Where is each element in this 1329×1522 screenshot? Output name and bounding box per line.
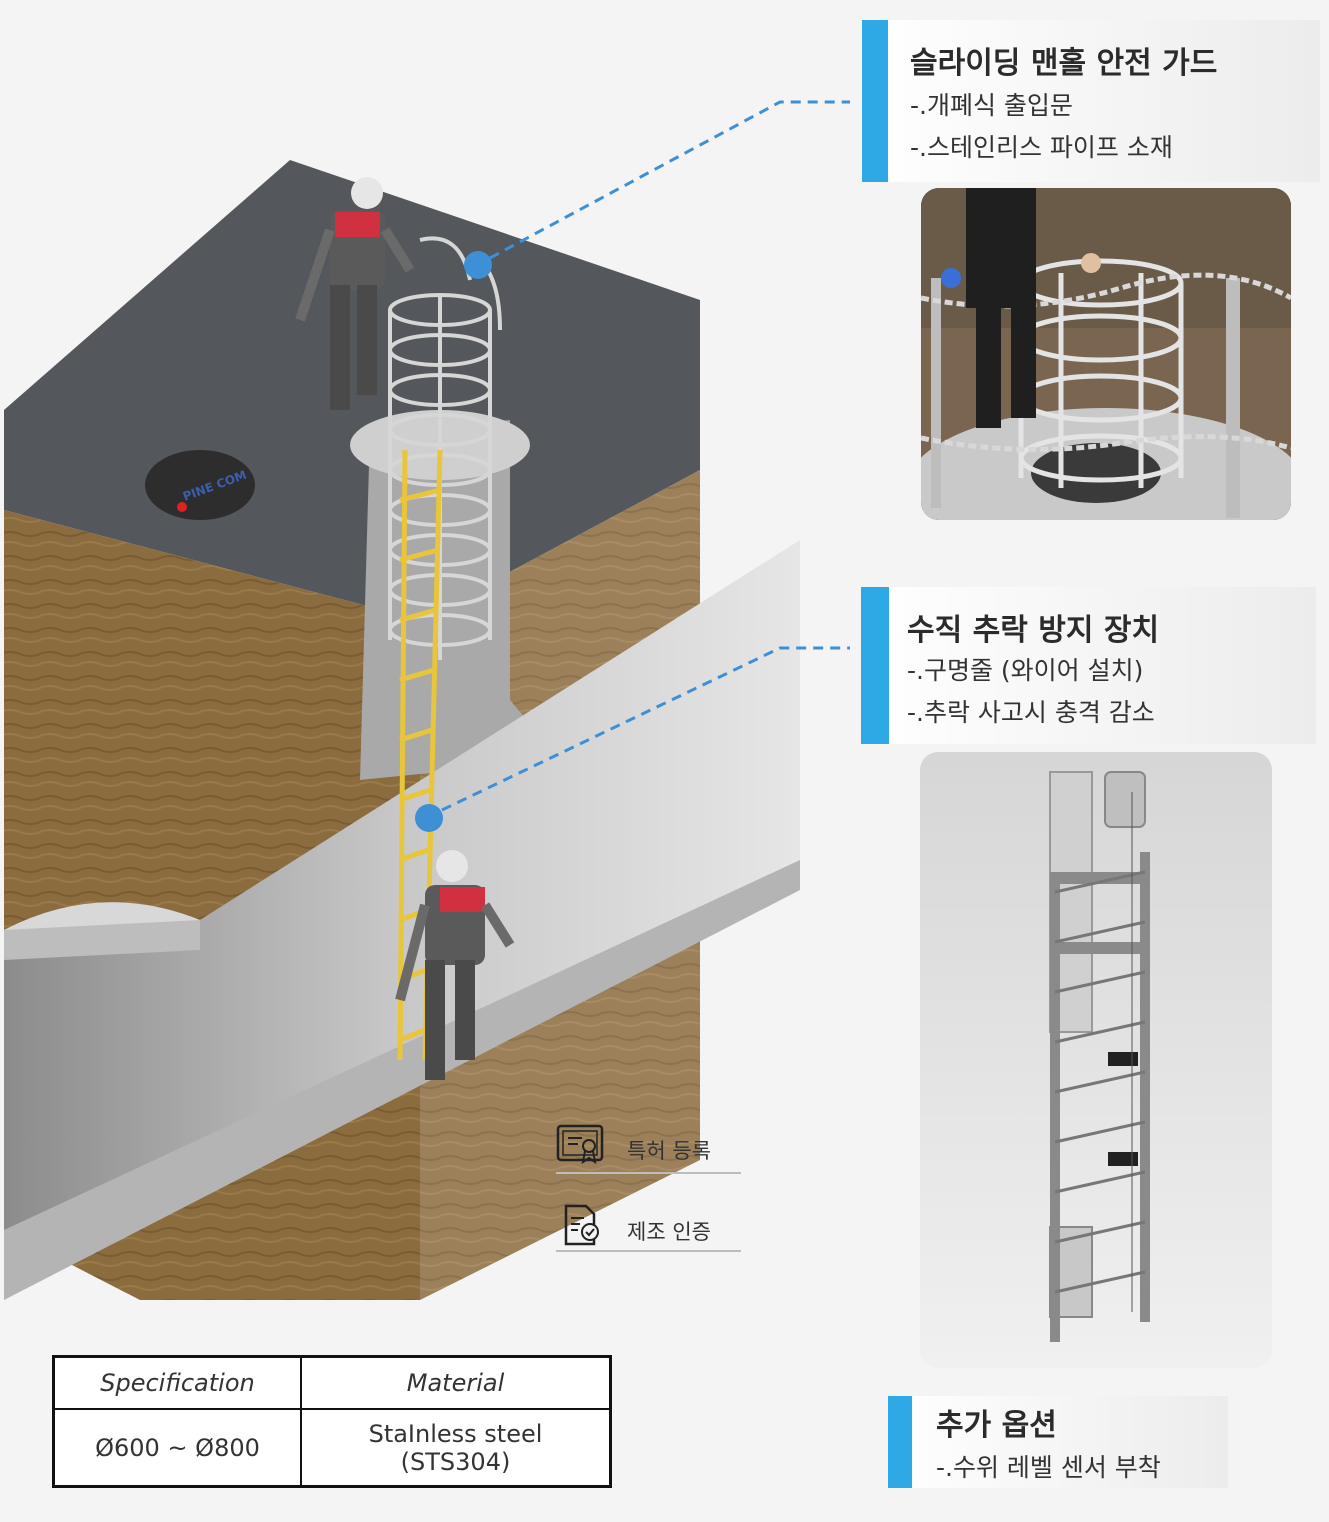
- callout-line: -.수위 레벨 센서 부착: [936, 1453, 1161, 1482]
- manhole-cover: [145, 450, 255, 520]
- callout-line: -.개폐식 출입문: [910, 91, 1073, 120]
- callout-accent-bar: [888, 1396, 912, 1488]
- callout-title: 슬라이딩 맨홀 안전 가드: [910, 46, 1218, 81]
- marker-fall-arrest: [415, 804, 443, 832]
- manufacturing-certification-icon: [562, 1204, 604, 1248]
- manhole-shaft: [360, 420, 560, 780]
- callout-title: 수직 추락 방지 장치: [907, 613, 1160, 648]
- marker-guard: [464, 251, 492, 279]
- callout-fall-arrest: 수직 추락 방지 장치 -.구명줄 (와이어 설치) -.추락 사고시 충격 감…: [861, 587, 1316, 744]
- spec-header-material: Material: [300, 1355, 612, 1410]
- badge-label-manufacturing: 제조 인증: [627, 1220, 711, 1244]
- spec-value-material: StaInless steel (STS304): [300, 1408, 612, 1488]
- worker-bottom-figure: [395, 850, 515, 1080]
- leader-line-guard: [489, 100, 850, 260]
- callout-line: -.스테인리스 파이프 소재: [910, 133, 1173, 162]
- callout-line: -.추락 사고시 충격 감소: [907, 698, 1155, 727]
- fall-arrest-device-render: [920, 752, 1272, 1368]
- spec-header-specification: Specification: [52, 1355, 302, 1410]
- callout-accent-bar: [861, 587, 889, 744]
- badge-divider: [556, 1250, 741, 1252]
- callout-title: 추가 옵션: [936, 1408, 1057, 1443]
- patent-certificate-icon: [556, 1124, 604, 1168]
- badge-divider: [556, 1172, 741, 1174]
- callout-line: -.구명줄 (와이어 설치): [907, 656, 1144, 685]
- callout-additional-option: 추가 옵션 -.수위 레벨 센서 부착: [888, 1396, 1228, 1488]
- callout-safety-guard: 슬라이딩 맨홀 안전 가드 -.개폐식 출입문 -.스테인리스 파이프 소재: [862, 20, 1320, 182]
- badge-label-patent: 특허 등록: [627, 1139, 711, 1163]
- callout-accent-bar: [862, 20, 888, 182]
- safety-guard-photo: [921, 188, 1291, 520]
- worker-top-figure: [295, 177, 415, 410]
- spec-material-line2: (STS304): [400, 1447, 511, 1476]
- manhole-illustration: PINE COM: [4, 100, 850, 1300]
- spec-value-diameter: Ø600 ~ Ø800: [52, 1408, 302, 1488]
- spec-table: Specification Material Ø600 ~ Ø800 StaIn…: [52, 1355, 612, 1488]
- spec-material-line1: StaInless steel: [368, 1419, 543, 1448]
- leader-line-fall-arrest: [441, 646, 850, 812]
